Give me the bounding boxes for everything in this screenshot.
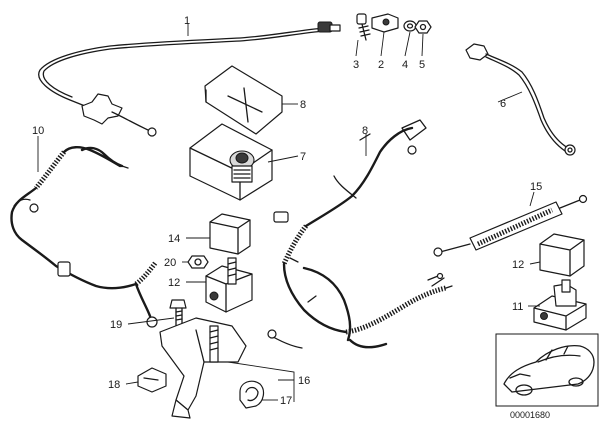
ground-cable-part-6[interactable] [465, 43, 576, 156]
callout-12-left: 12 [168, 277, 180, 289]
callout-3: 3 [353, 59, 359, 71]
wiring-harness-part-9[interactable] [267, 119, 453, 349]
car-thumbnail [495, 333, 599, 407]
callout-labels: 1 3 2 4 5 6 8 7 10 8 15 14 20 12 12 11 1… [32, 15, 550, 420]
leader-lines [37, 24, 541, 402]
image-id-label: 00001680 [510, 410, 550, 420]
sheathed-cable-part-15[interactable] [433, 194, 588, 257]
battery-cable-part-1[interactable] [38, 21, 341, 137]
nut-part-20[interactable] [187, 255, 209, 269]
callout-20: 20 [164, 257, 176, 269]
callout-2: 2 [378, 59, 384, 71]
nut-part-5[interactable] [414, 20, 432, 34]
callout-15: 15 [530, 181, 542, 193]
terminal-housing-part-7[interactable] [189, 123, 273, 201]
callout-4: 4 [402, 59, 408, 71]
callout-14: 14 [168, 233, 180, 245]
bolt-part-19[interactable] [169, 299, 187, 327]
callout-19: 19 [110, 319, 122, 331]
callout-16: 16 [298, 375, 310, 387]
callout-18: 18 [108, 379, 120, 391]
battery-cable-part-10[interactable] [10, 146, 158, 328]
callout-10: 10 [32, 125, 44, 137]
callout-12-right: 12 [512, 259, 524, 271]
terminal-block-part-11[interactable] [533, 279, 587, 331]
cap-cover-part-14[interactable] [209, 213, 251, 255]
bracket-part-16[interactable] [159, 317, 247, 419]
callout-8-harness: 8 [362, 125, 368, 137]
callout-6: 6 [500, 98, 506, 110]
callout-1: 1 [184, 15, 190, 27]
callout-5: 5 [419, 59, 425, 71]
callout-7: 7 [300, 151, 306, 163]
callout-17: 17 [280, 395, 292, 407]
cap-cover-part-12[interactable] [539, 233, 585, 277]
callout-8-cover: 8 [300, 99, 306, 111]
terminal-clamp-part-2[interactable] [371, 13, 399, 33]
terminal-cover-part-8[interactable] [204, 65, 283, 135]
callout-11: 11 [512, 301, 523, 313]
clip-part-18[interactable] [137, 367, 167, 393]
washer-part-4[interactable] [403, 20, 417, 32]
terminal-block-part-12[interactable] [205, 257, 253, 313]
hose-clamp-part-17[interactable] [239, 380, 265, 409]
terminal-bolt-part-3[interactable] [356, 13, 371, 41]
